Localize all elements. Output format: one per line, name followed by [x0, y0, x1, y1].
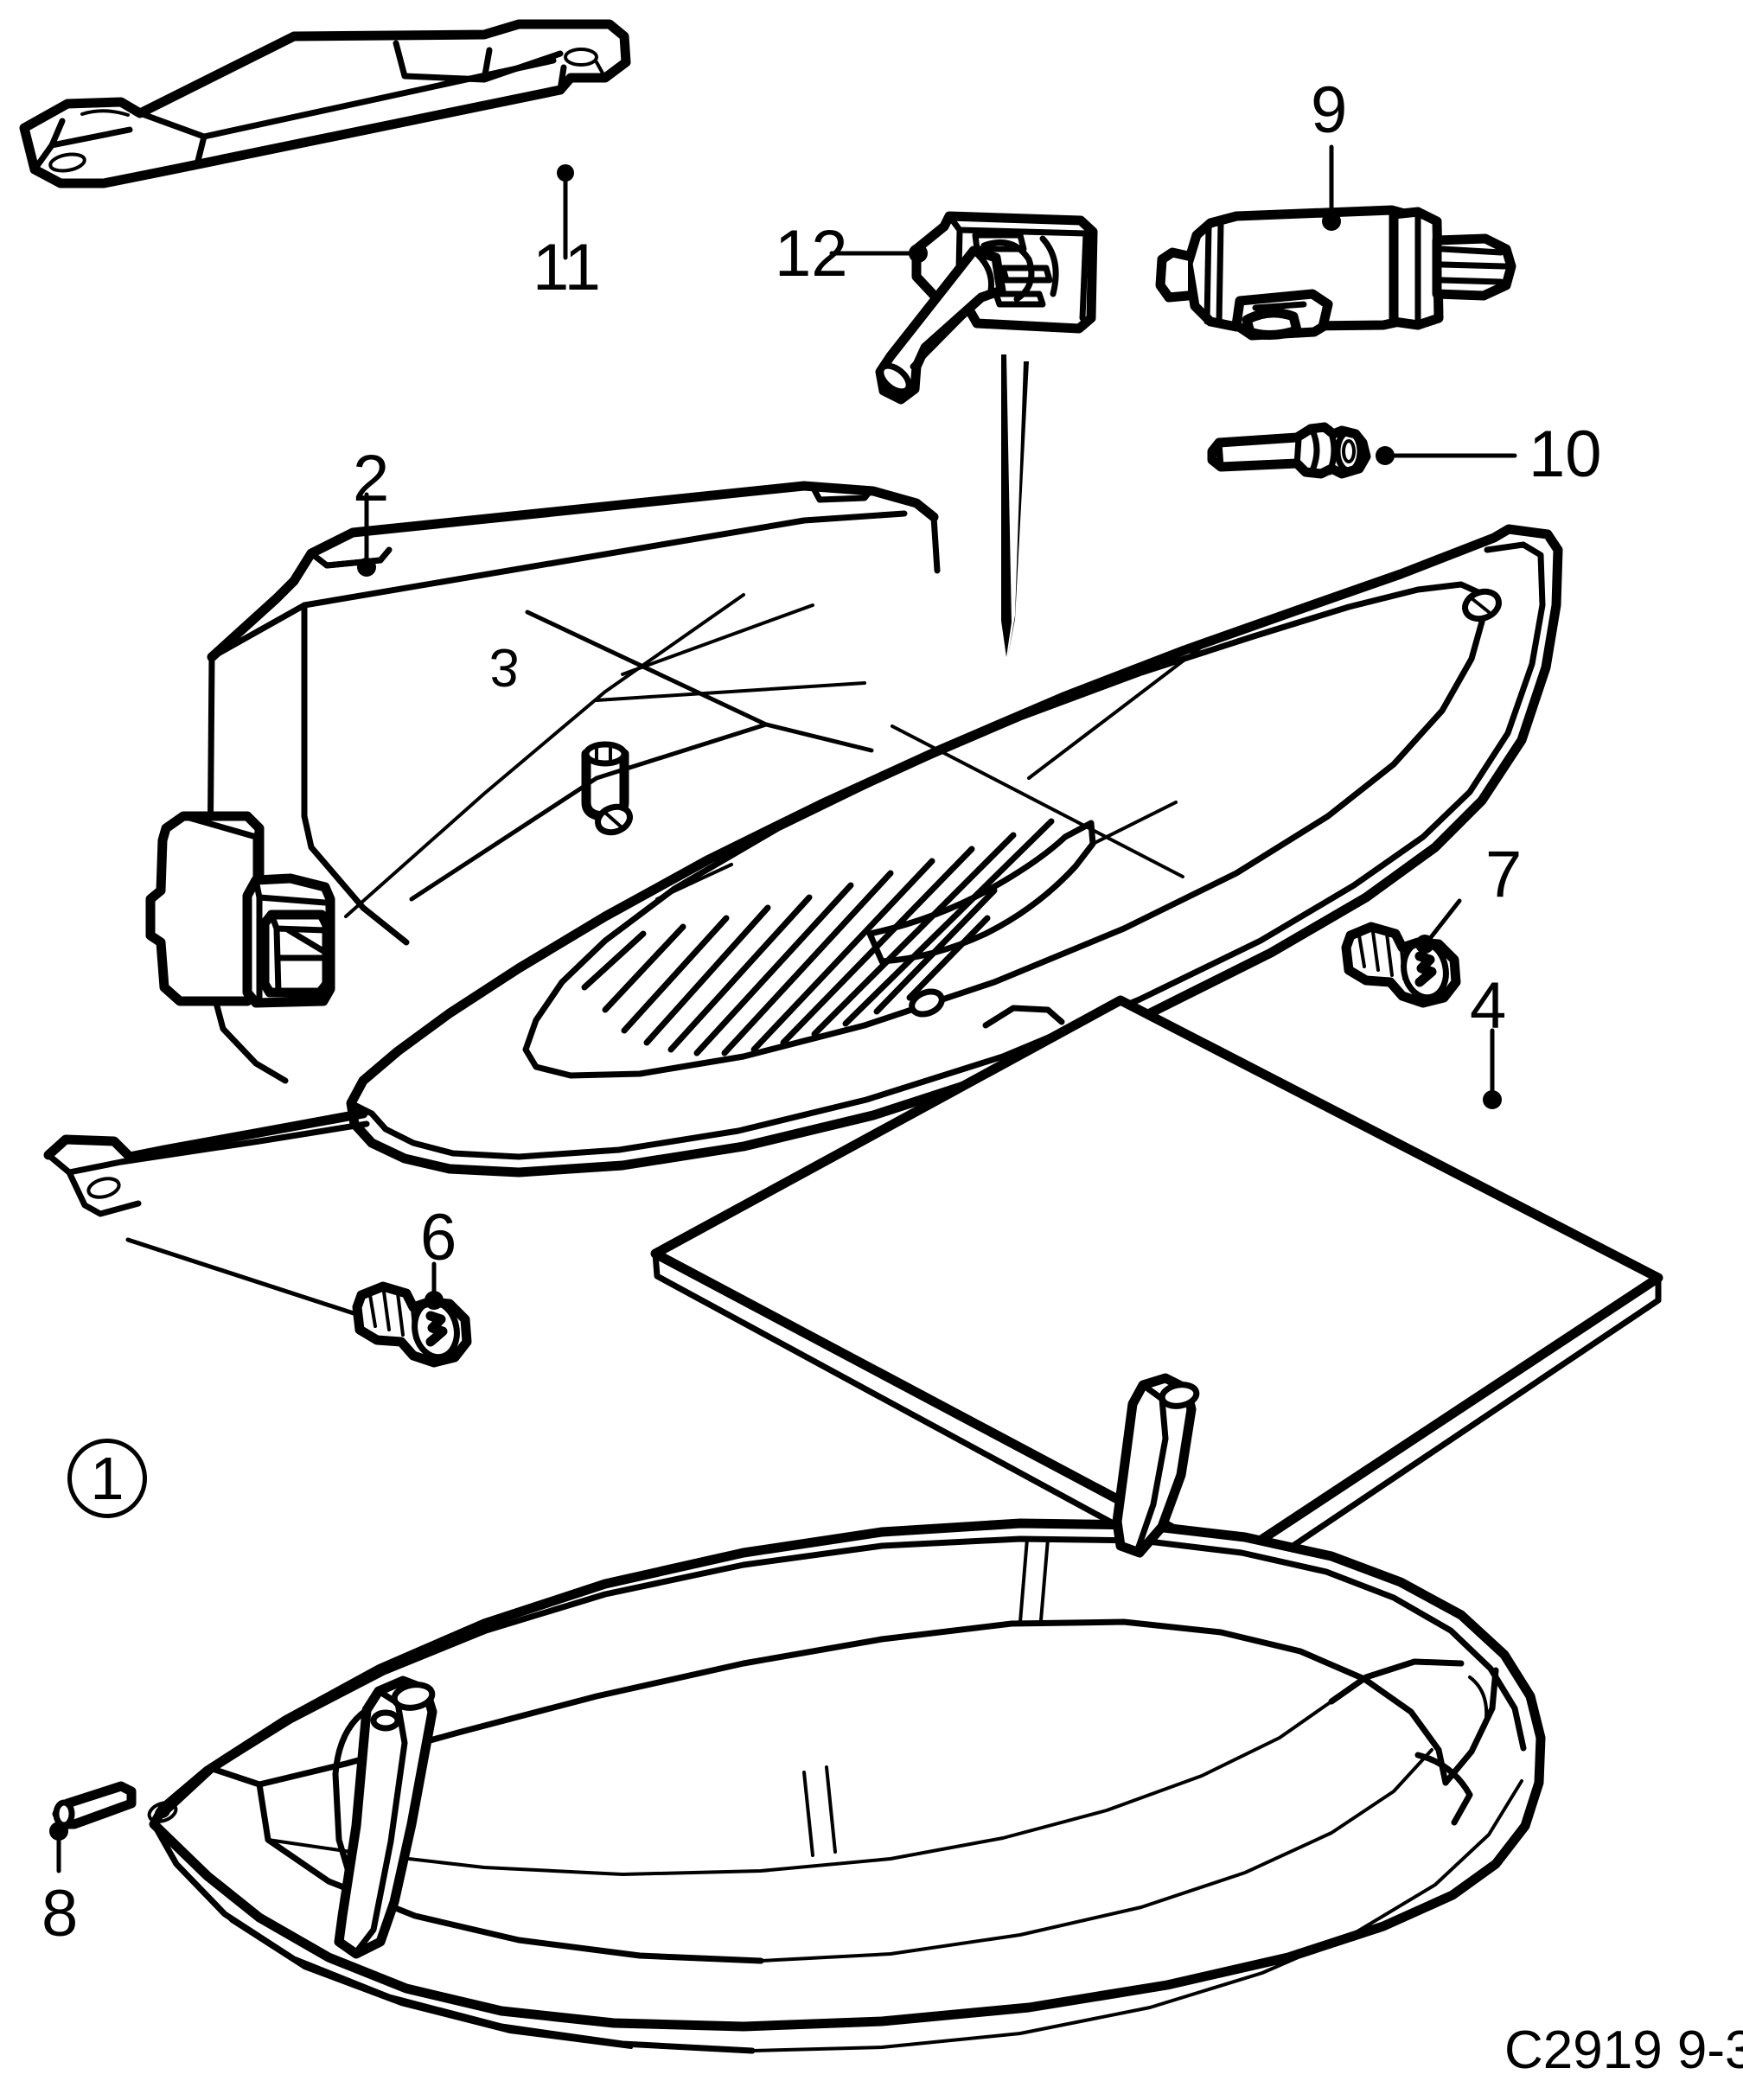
callout-4-label: 4: [1470, 969, 1507, 1043]
glovebox-door-panel: [43, 524, 1563, 1217]
callout-3-leaders: [409, 610, 874, 902]
part-7-screw: [1341, 922, 1461, 1008]
callout-11-label: 11: [533, 231, 601, 304]
callout-7-label: 7: [1485, 838, 1523, 911]
part-9-cigar-lighter: [1155, 205, 1516, 341]
part-11-support-rail: [19, 19, 631, 188]
callout-12-label: 12: [775, 217, 848, 290]
part-6-screw: [125, 1237, 472, 1368]
callout-3-label: 3: [489, 637, 520, 697]
callout-1-circled: 1: [67, 1439, 147, 1518]
callout-8-label: 8: [42, 1877, 79, 1950]
door-vent-hatching: [581, 818, 1055, 1056]
part-8-hinge-pin: [52, 1781, 137, 1829]
leader-lines: [49, 144, 1517, 1873]
callout-9-label: 9: [1311, 73, 1348, 147]
callout-10-label: 10: [1529, 418, 1602, 491]
part-10-bulb: [1207, 422, 1371, 479]
callout-6-label: 6: [420, 1201, 457, 1274]
part-1-tray-assembly: [147, 1373, 1546, 2054]
part-12-lamp-socket: [875, 211, 1098, 657]
diagram-caption: C2919 9-3: [1504, 2020, 1743, 2080]
callout-2-label: 2: [353, 442, 390, 515]
part-2-glovebox-housing: [145, 481, 941, 1084]
